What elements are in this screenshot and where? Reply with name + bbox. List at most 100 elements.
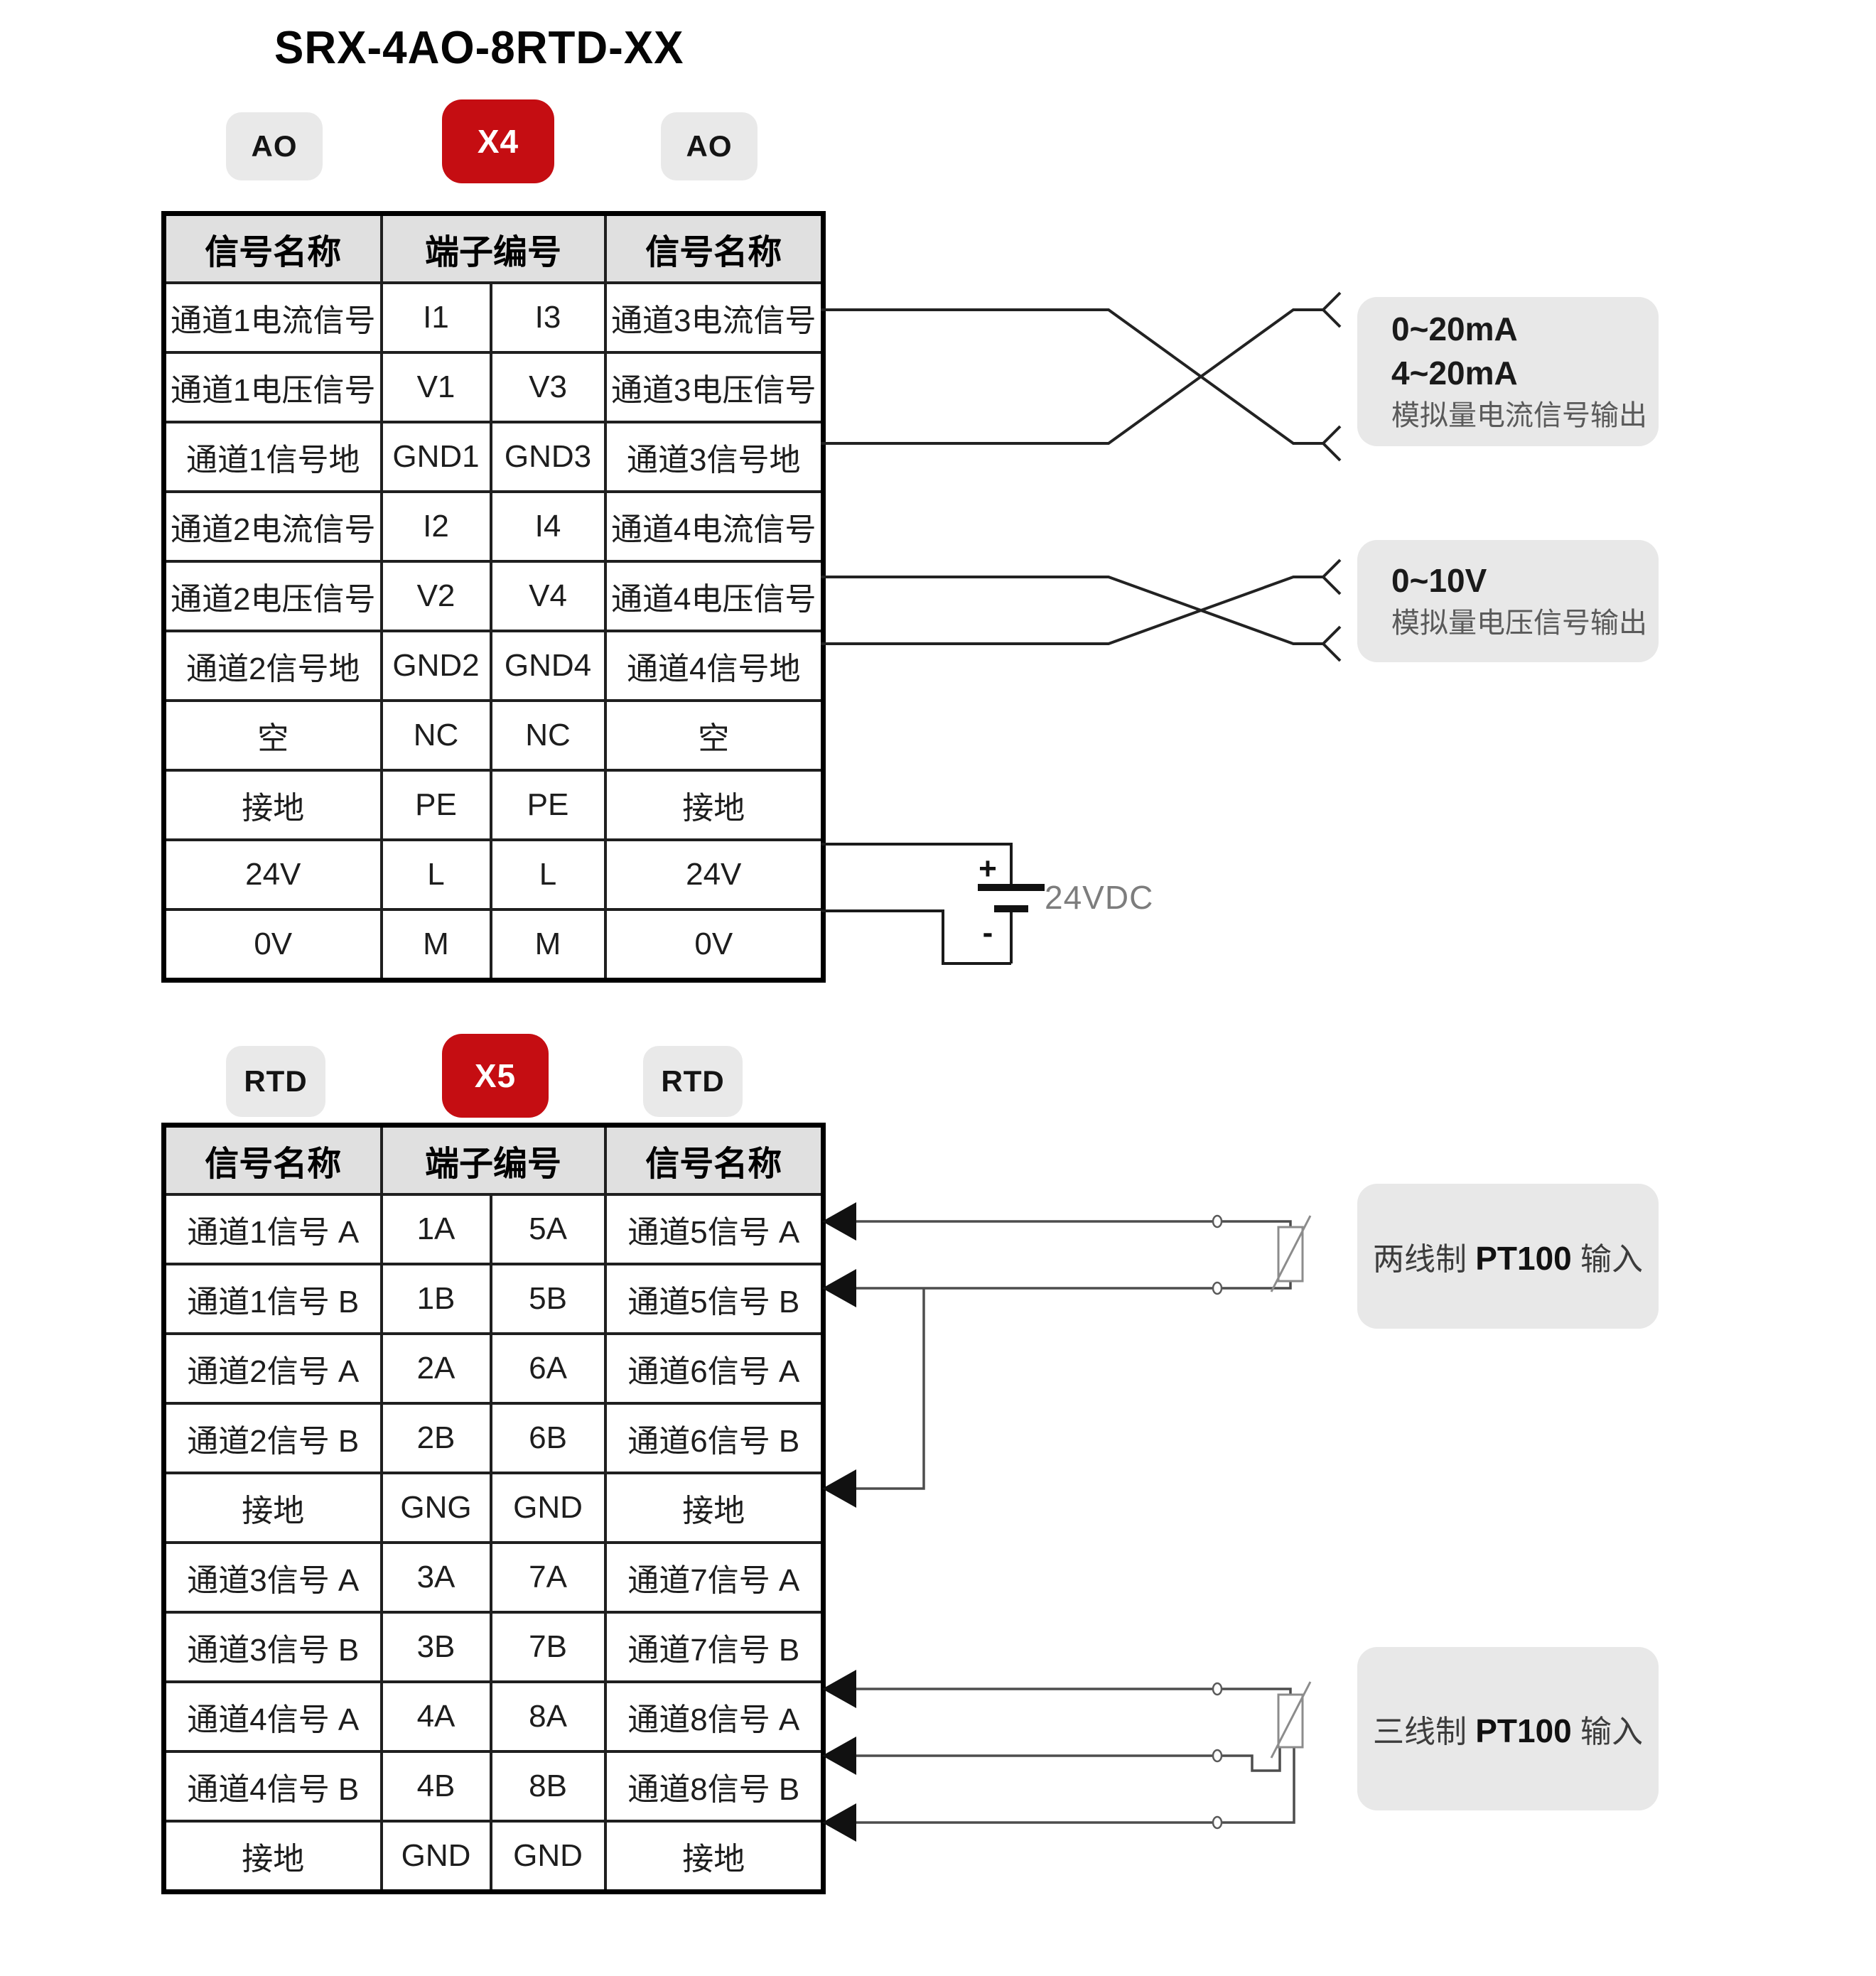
- table-cell: GNG: [379, 1472, 492, 1544]
- table-row: 通道2电压信号 V2 V4 通道4电压信号: [162, 560, 825, 632]
- ao-header-signal-left: 信号名称: [162, 212, 383, 284]
- table-cell: V1: [379, 351, 492, 423]
- battery-voltage-label: 24VDC: [1045, 879, 1154, 916]
- table-cell: 通道4信号地: [603, 630, 825, 702]
- table-cell: 通道1信号 B: [162, 1263, 383, 1335]
- table-row: 空 NC NC 空: [162, 699, 825, 772]
- table-cell: 0V: [603, 908, 825, 982]
- wire: [821, 291, 1342, 445]
- table-cell: 通道4信号 A: [162, 1680, 383, 1753]
- table-cell: 通道5信号 A: [603, 1193, 825, 1265]
- ao-header-signal-right: 信号名称: [603, 212, 825, 284]
- table-cell: I1: [379, 281, 492, 354]
- table-cell: 通道2电流信号: [162, 490, 383, 563]
- table-cell: 空: [162, 699, 383, 772]
- ao-pin-table: 信号名称 端子编号 信号名称 通道1电流信号 I1 I3 通道3电流信号 通道1…: [161, 211, 826, 983]
- table-cell: GND4: [489, 630, 607, 702]
- table-cell: GND1: [379, 421, 492, 493]
- table-cell: PE: [489, 769, 607, 841]
- table-cell: NC: [489, 699, 607, 772]
- badge-ao-left: AO: [226, 112, 323, 180]
- battery-minus-label: -: [982, 915, 993, 950]
- current-range-1: 0~20mA: [1391, 311, 1518, 347]
- table-row: 接地 GNG GND 接地: [162, 1472, 825, 1544]
- wire: [821, 558, 1342, 645]
- table-cell: 1A: [379, 1193, 492, 1265]
- table-cell: 接地: [603, 1472, 825, 1544]
- table-cell: 通道1电流信号: [162, 281, 383, 354]
- table-cell: 通道3信号 A: [162, 1541, 383, 1614]
- table-cell: 通道7信号 B: [603, 1611, 825, 1683]
- rtd-resistor-icon: [1277, 1226, 1304, 1283]
- table-row: 通道2信号 A 2A 6A 通道6信号 A: [162, 1332, 825, 1405]
- wire-junction-icon: [1212, 1281, 1223, 1295]
- table-cell: 2A: [379, 1332, 492, 1405]
- two-wire-pt100-note: 两线制 PT100 输入: [1357, 1184, 1659, 1329]
- table-cell: 7A: [489, 1541, 607, 1614]
- table-cell: 6A: [489, 1332, 607, 1405]
- table-cell: M: [379, 908, 492, 982]
- rtd-resistor-icon: [1277, 1693, 1304, 1749]
- table-row: 通道2电流信号 I2 I4 通道4电流信号: [162, 490, 825, 563]
- wire-junction-icon: [1212, 1749, 1223, 1763]
- table-cell: I3: [489, 281, 607, 354]
- table-cell: 通道2信号 A: [162, 1332, 383, 1405]
- table-row: 通道1信号 A 1A 5A 通道5信号 A: [162, 1193, 825, 1265]
- battery-icon: [821, 843, 1045, 965]
- badge-x4-connector: X4: [442, 99, 554, 183]
- three-wire-pt100-label: 三线制 PT100 输入: [1373, 1706, 1643, 1751]
- table-cell: 8A: [489, 1680, 607, 1753]
- table-cell: PE: [379, 769, 492, 841]
- wire-arrowhead-icon: [822, 1469, 856, 1508]
- table-cell: I4: [489, 490, 607, 563]
- table-cell: 接地: [603, 769, 825, 841]
- table-cell: 空: [603, 699, 825, 772]
- table-cell: 24V: [162, 838, 383, 911]
- table-cell: 通道3电压信号: [603, 351, 825, 423]
- badge-x5-connector: X5: [442, 1034, 549, 1118]
- table-cell: 通道8信号 A: [603, 1680, 825, 1753]
- table-row: 通道3信号 B 3B 7B 通道7信号 B: [162, 1611, 825, 1683]
- table-cell: 通道4电压信号: [603, 560, 825, 632]
- three-wire-pt100-note: 三线制 PT100 输入: [1357, 1647, 1659, 1810]
- wire-arrowhead-icon: [822, 1803, 856, 1842]
- table-cell: 8B: [489, 1750, 607, 1823]
- table-cell: GND: [489, 1472, 607, 1544]
- wire-junction-icon: [1212, 1815, 1223, 1830]
- note-pt100: PT100: [1475, 1712, 1572, 1749]
- badge-rtd-left: RTD: [226, 1046, 325, 1117]
- voltage-range: 0~10V: [1391, 562, 1487, 599]
- table-cell: 通道3电流信号: [603, 281, 825, 354]
- table-cell: 接地: [162, 1820, 383, 1894]
- wire: [821, 308, 1342, 462]
- table-row: 通道1信号 B 1B 5B 通道5信号 B: [162, 1263, 825, 1335]
- table-cell: 1B: [379, 1263, 492, 1335]
- table-cell: 4A: [379, 1680, 492, 1753]
- rtd-header-signal-left: 信号名称: [162, 1123, 383, 1196]
- table-cell: 通道7信号 A: [603, 1541, 825, 1614]
- table-cell: 通道1信号 A: [162, 1193, 383, 1265]
- table-cell: 3B: [379, 1611, 492, 1683]
- wire-arrowhead-icon: [822, 1202, 856, 1241]
- table-row: 接地 GND GND 接地: [162, 1820, 825, 1894]
- table-cell: 接地: [162, 1472, 383, 1544]
- table-cell: V4: [489, 560, 607, 632]
- rtd-diagonal-stroke: [1270, 1215, 1312, 1292]
- wire-junction-icon: [1212, 1214, 1223, 1229]
- table-cell: 通道8信号 B: [603, 1750, 825, 1823]
- table-row: 接地 PE PE 接地: [162, 769, 825, 841]
- table-cell: 6B: [489, 1402, 607, 1474]
- table-row: 通道2信号 B 2B 6B 通道6信号 B: [162, 1402, 825, 1474]
- table-cell: 通道2电压信号: [162, 560, 383, 632]
- note-suffix: 输入: [1571, 1715, 1643, 1749]
- table-cell: GND3: [489, 421, 607, 493]
- table-row: 24V L L 24V: [162, 838, 825, 911]
- voltage-output-desc: 模拟量电压信号输出: [1391, 608, 1647, 639]
- wire-arrowhead-icon: [822, 1737, 856, 1775]
- ao-table-header-row: 信号名称 端子编号 信号名称: [162, 212, 825, 284]
- signal-b-wire: [856, 1281, 1292, 1290]
- wire-arrowhead-icon: [822, 1269, 856, 1307]
- rtd-pin-table: 信号名称 端子编号 信号名称 通道1信号 A 1A 5A 通道5信号 A 通道1…: [161, 1123, 826, 1894]
- table-cell: L: [379, 838, 492, 911]
